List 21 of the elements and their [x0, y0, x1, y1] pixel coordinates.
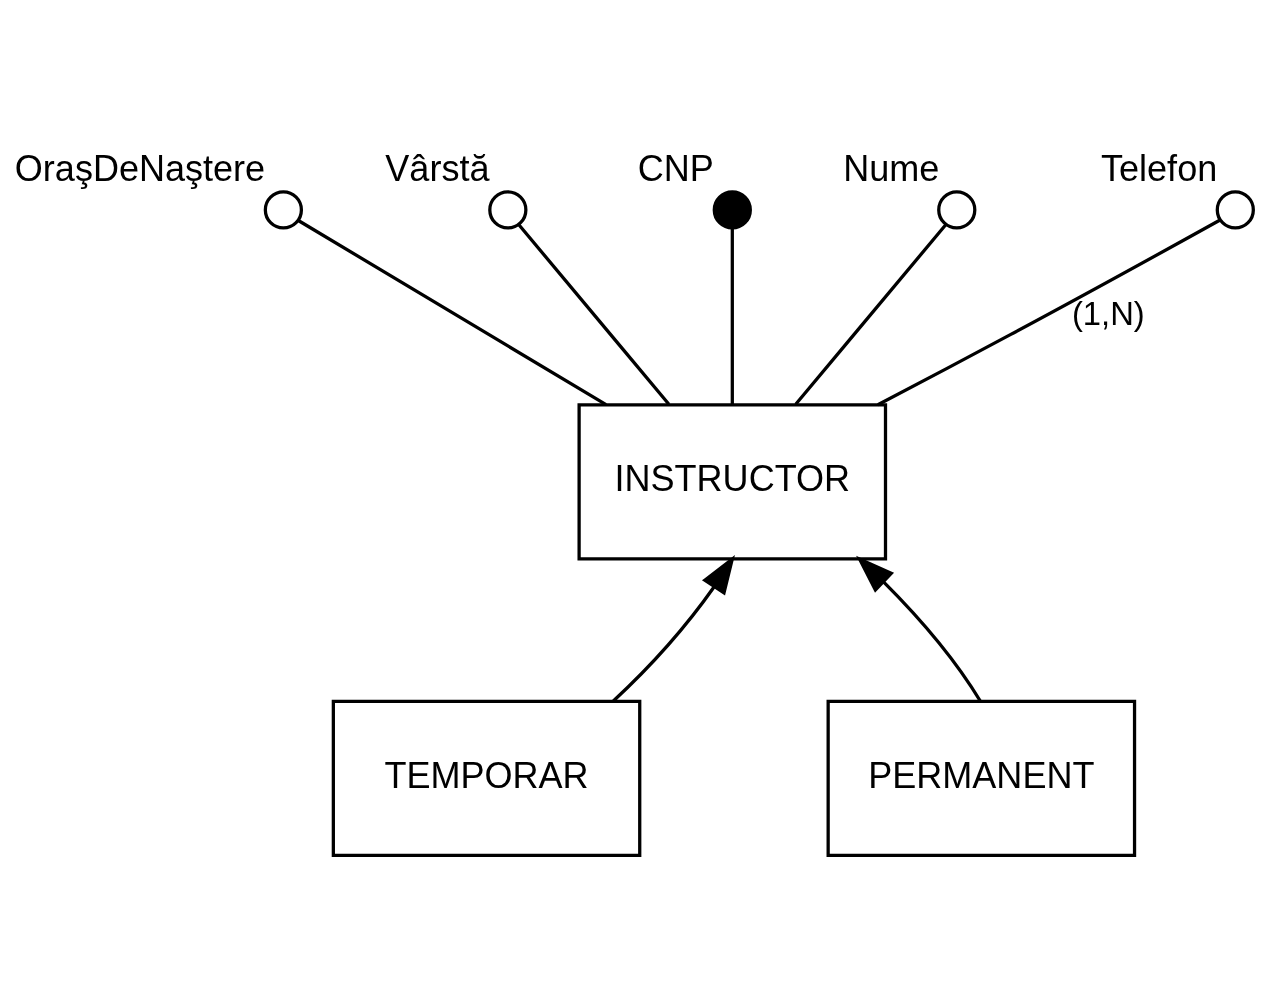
arrow: [856, 555, 982, 702]
arrow: [612, 554, 735, 702]
node-label: Telefon: [1101, 147, 1218, 189]
edge-label: (1,N): [1071, 294, 1145, 332]
node-circle: [712, 189, 752, 230]
node-box: TEMPORAR: [331, 699, 642, 857]
node-circle: [263, 189, 304, 230]
node-circle: [488, 189, 528, 230]
node-circle: [1215, 189, 1255, 230]
node-label: OraşDeNaştere: [14, 147, 266, 189]
node-label: Vârstă: [385, 147, 490, 189]
connector: [517, 222, 671, 405]
node-box: PERMANENT: [826, 699, 1137, 857]
connector: [297, 218, 607, 406]
connector: [730, 227, 734, 405]
node-label: Nume: [843, 147, 940, 189]
connector: [794, 222, 948, 405]
node-circle: [937, 189, 977, 230]
node-label: CNP: [637, 147, 714, 189]
node-box: INSTRUCTOR: [577, 402, 888, 561]
connector: [877, 218, 1221, 406]
